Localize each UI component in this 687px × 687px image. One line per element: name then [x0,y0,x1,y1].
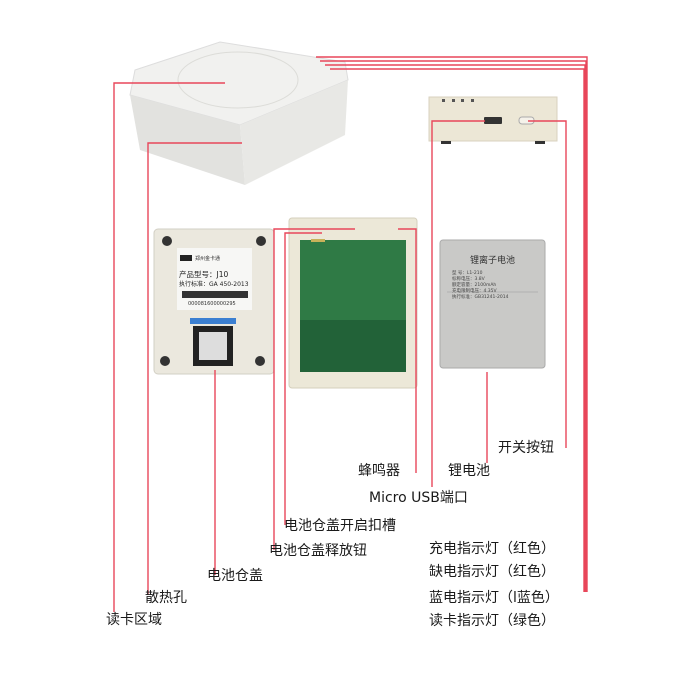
label-cover-release-button: 电池仓盖释放钮 [269,543,367,559]
device-barcode-text: 000081600000295 [188,301,236,307]
battery-title-text: 锂离子电池 [470,254,515,266]
device-standard-text: 执行标准：GA 450-2013 [179,280,249,288]
leader-line-buzzer [398,228,417,473]
label-battery-cover: 电池仓盖 [207,568,263,584]
leader-line-power-button [528,120,567,448]
device-open-compartment [288,217,418,389]
label-card-reading-area: 读卡区域 [106,612,162,628]
svg-text:郑州金卡通: 郑州金卡通 [195,255,220,262]
barcode [182,291,248,298]
label-lithium-battery: 锂电池 [448,463,490,479]
label-power-button: 开关按钮 [498,440,554,456]
device-model-text: 产品型号：J10 [179,269,228,279]
label-heat-vents: 散热孔 [145,590,187,606]
device-side-view [428,96,558,144]
label-micro-usb: Micro USB端口 [369,490,468,506]
leader-line-open-slot [284,232,322,525]
micro-usb-port-icon [484,117,502,124]
battery-charge-voltage-text: 充电限制电压：4.35V [452,287,498,294]
battery-photo [439,239,546,369]
label-bluetooth-indicator: 蓝电指示灯（l蓝色） [429,590,559,606]
leader-line-micro-usb [431,120,485,487]
label-charging-indicator: 充电指示灯（红色） [429,541,555,557]
label-buzzer: 蜂鸣器 [358,463,400,479]
device-back-view [153,228,275,375]
label-cover-open-slot: 电池仓盖开启扣槽 [284,518,396,534]
battery-capacity-text: 额定容量：2100mAh [452,281,496,288]
leader-line-heat-vents [147,142,242,595]
leader-line-release-button [273,228,355,550]
device-top-view [129,41,349,185]
label-card-read-indicator: 读卡指示灯（绿色） [429,613,555,629]
leader-line-card-area [113,82,225,612]
battery-model-text: 型 号：L1-210 [452,269,483,276]
leader-line-read-indicator [316,56,588,592]
battery-voltage-text: 标称电压：3.8V [452,275,486,282]
battery-standard-text: 执行标准：GB31241-2014 [452,293,509,300]
leader-lines [113,56,588,612]
label-low-battery-indicator: 缺电指示灯（红色） [429,564,555,580]
